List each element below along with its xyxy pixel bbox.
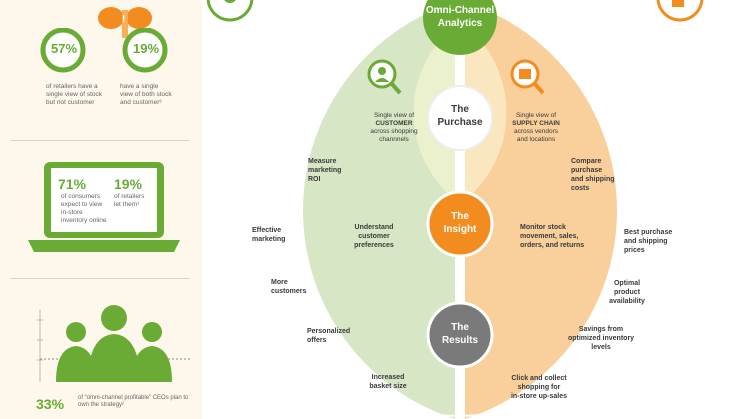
purchase-title: The Purchase	[437, 104, 483, 128]
omni-channel-title: Omni-Channel Analytics	[425, 5, 495, 29]
person-badge-icon	[206, 0, 254, 22]
people-silhouette-icon	[37, 305, 192, 382]
stat-19b-text: of retailers let them¹	[114, 193, 145, 208]
stat-57-text: of retailers have a single view of stock…	[46, 83, 102, 106]
stat-19b: 19%	[114, 176, 143, 192]
stat-57: 57%	[50, 41, 78, 56]
stat-rings	[40, 28, 168, 73]
svg-text:!: !	[122, 14, 125, 25]
results-node	[426, 301, 494, 369]
cart-box-icon	[656, 0, 704, 22]
analytics-diagram	[206, 0, 704, 419]
single-view-supply-chain: Single view of SUPPLY CHAIN across vendo…	[512, 112, 560, 143]
omni-channel-node	[423, 0, 497, 55]
single-view-customer: Single view of CUSTOMER across shopping …	[370, 112, 418, 143]
stat-33: 33%	[36, 396, 65, 412]
laptop-icon	[28, 162, 180, 252]
insight-node	[426, 190, 494, 258]
divider	[10, 278, 190, 279]
stat-33-text: of “omni-channel profitable” CEOs plan t…	[78, 395, 189, 408]
stat-19a: 19%	[132, 41, 160, 56]
person-magnifier-icon	[367, 59, 402, 95]
butterfly-hands-icon: !	[98, 7, 152, 38]
box-magnifier-icon	[510, 59, 545, 95]
purchase-node	[427, 85, 493, 151]
divider	[10, 140, 190, 141]
sidebar: ! 57% 19% of retailers have a single vie…	[0, 0, 202, 419]
stat-71: 71%	[58, 176, 87, 192]
stat-19a-text: have a single view of both stock and cus…	[120, 83, 172, 106]
results-title: The Results	[441, 322, 479, 346]
insight-title: The Insight	[443, 211, 477, 235]
stat-71-text: of consumers expect to view in-store inv…	[61, 193, 107, 224]
